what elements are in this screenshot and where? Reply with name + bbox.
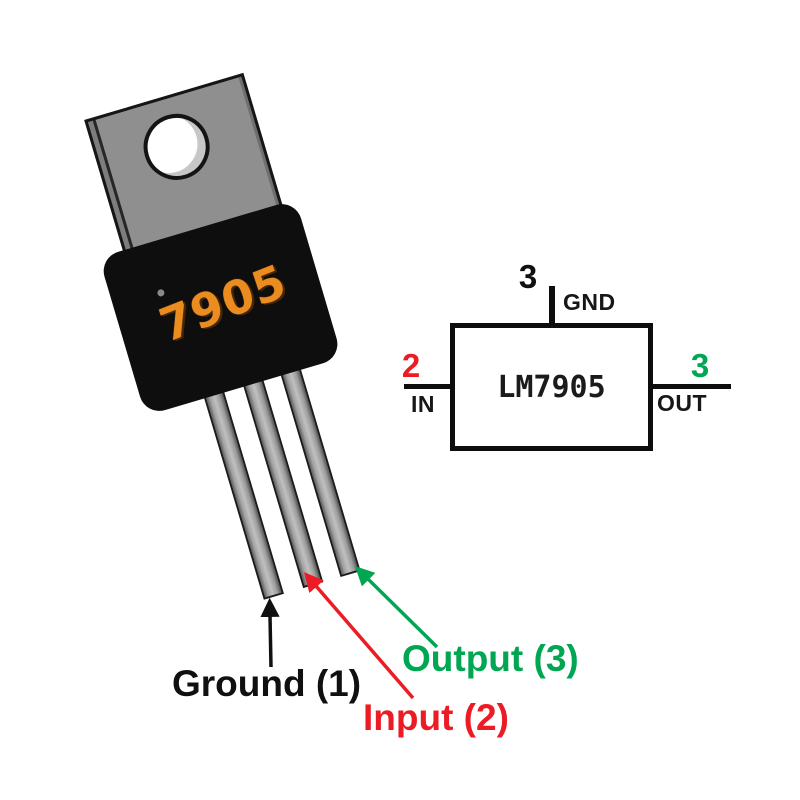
out-pin-line xyxy=(653,384,731,389)
out-pin-name: OUT xyxy=(657,390,708,416)
ground-arrow xyxy=(260,597,280,668)
in-pin-name: IN xyxy=(411,391,435,417)
output-arrow xyxy=(354,566,439,649)
gnd-pin-name: GND xyxy=(563,289,616,315)
output-label: Output (3) xyxy=(402,638,579,679)
gnd-pin-number: 3 xyxy=(518,258,538,295)
out-pin-number: 3 xyxy=(690,347,710,384)
in-pin-number: 2 xyxy=(401,347,421,384)
chip-label: LM7905 xyxy=(497,369,606,405)
input-label: Input (2) xyxy=(363,697,509,738)
in-pin-line xyxy=(404,384,450,389)
input-arrow xyxy=(304,572,415,700)
ground-label: Ground (1) xyxy=(172,663,362,704)
schematic-box: LM7905 xyxy=(450,323,653,451)
gnd-pin-line xyxy=(549,286,555,326)
